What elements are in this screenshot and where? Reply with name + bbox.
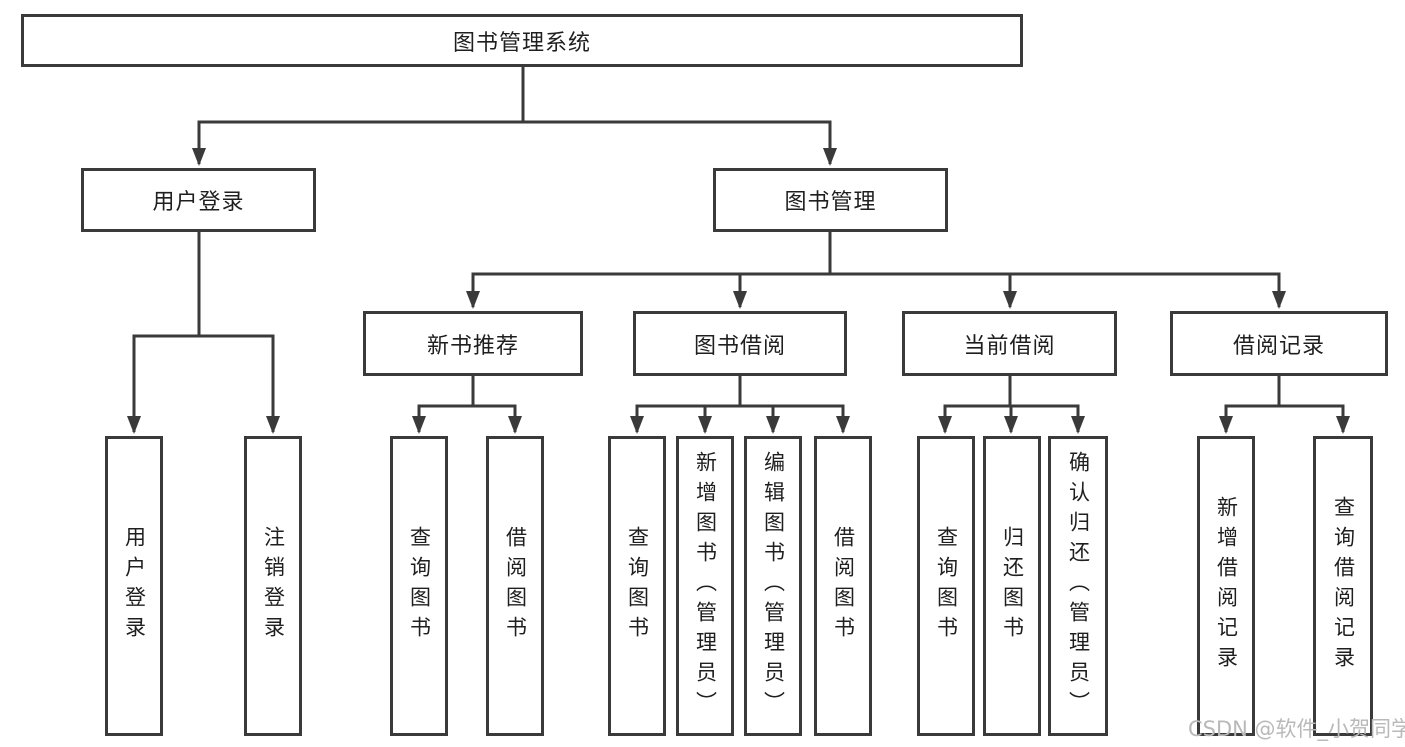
leaf-logout: 注销登录 — [244, 436, 302, 736]
leaf-borrow-query-books-label: 查询图书 — [625, 526, 650, 646]
node-borrow-records-label: 借阅记录 — [1232, 333, 1325, 359]
leaf-borrow-borrow-books-label: 借阅图书 — [831, 526, 856, 646]
leaf-logout-label: 注销登录 — [261, 526, 286, 646]
node-current-borrow: 当前借阅 — [902, 311, 1117, 376]
node-new-book-recommend-label: 新书推荐 — [426, 333, 519, 359]
node-root-label: 图书管理系统 — [452, 30, 591, 56]
leaf-records-add-record-label: 新增借阅记录 — [1214, 496, 1239, 676]
leaf-borrow-borrow-books: 借阅图书 — [814, 436, 872, 736]
leaf-user-login: 用户登录 — [105, 436, 163, 736]
node-new-book-recommend: 新书推荐 — [363, 311, 583, 376]
node-root: 图书管理系统 — [21, 14, 1023, 67]
leaf-recommend-query-books: 查询图书 — [390, 436, 448, 736]
leaf-borrow-add-books-admin: 新增图书（管理员） — [676, 436, 734, 736]
leaf-recommend-borrow-books-label: 借阅图书 — [503, 526, 528, 646]
node-borrow-records: 借阅记录 — [1170, 311, 1388, 376]
node-book-borrow: 图书借阅 — [633, 311, 847, 376]
leaf-current-confirm-return-admin: 确认归还（管理员） — [1048, 436, 1108, 736]
leaf-current-return-books: 归还图书 — [983, 436, 1041, 736]
leaf-user-login-label: 用户登录 — [122, 526, 147, 646]
leaf-current-query-books-label: 查询图书 — [934, 526, 959, 646]
leaf-current-return-books-label: 归还图书 — [1000, 526, 1025, 646]
leaf-current-query-books: 查询图书 — [917, 436, 975, 736]
leaf-borrow-query-books: 查询图书 — [608, 436, 666, 736]
leaf-records-query-record: 查询借阅记录 — [1313, 436, 1373, 736]
leaf-current-confirm-return-admin-label: 确认归还（管理员） — [1066, 451, 1091, 721]
leaf-records-add-record: 新增借阅记录 — [1197, 436, 1255, 736]
node-book-management-label: 图书管理 — [784, 190, 877, 215]
node-current-borrow-label: 当前借阅 — [963, 333, 1056, 359]
leaf-borrow-edit-books-admin-label: 编辑图书（管理员） — [761, 451, 786, 721]
leaf-borrow-edit-books-admin: 编辑图书（管理员） — [744, 436, 802, 736]
node-book-management: 图书管理 — [713, 168, 948, 232]
watermark-text: CSDN @软件_小贺同学 — [1188, 717, 1405, 741]
leaf-records-query-record-label: 查询借阅记录 — [1331, 496, 1356, 676]
leaf-recommend-borrow-books: 借阅图书 — [486, 436, 544, 736]
node-book-borrow-label: 图书借阅 — [693, 333, 786, 359]
node-user-login-label: 用户登录 — [152, 190, 245, 215]
leaf-borrow-add-books-admin-label: 新增图书（管理员） — [693, 451, 718, 721]
leaf-recommend-query-books-label: 查询图书 — [407, 526, 432, 646]
node-user-login: 用户登录 — [81, 168, 316, 232]
